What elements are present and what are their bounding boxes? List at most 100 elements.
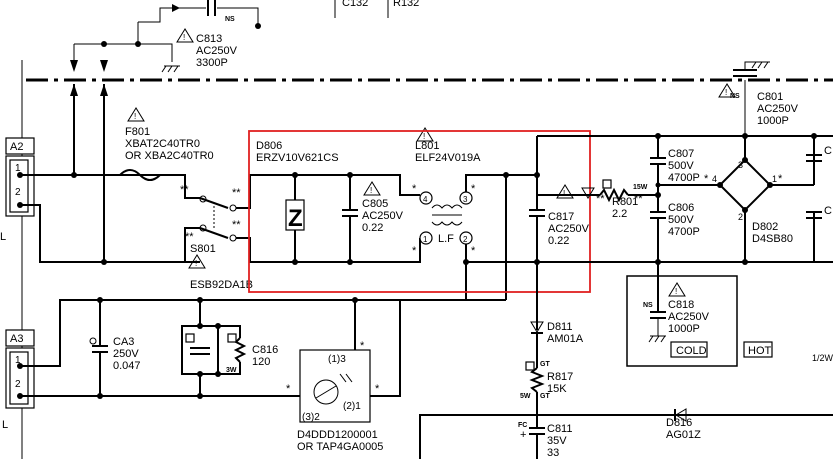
c813-ref: C813 bbox=[196, 33, 222, 45]
l801-pin-2: 2 bbox=[463, 235, 468, 244]
c818-ns: NS bbox=[643, 302, 653, 309]
d802-star-right: * bbox=[778, 173, 783, 185]
right-edge-label: 1/2W bbox=[812, 353, 833, 363]
warning-icon: ! bbox=[134, 112, 136, 121]
a2-line2 bbox=[20, 204, 200, 263]
warning-icon: ! bbox=[183, 33, 185, 42]
d4ddd-p21: (2)1 bbox=[343, 401, 361, 412]
a2-label: A2 bbox=[10, 141, 23, 153]
c817-ref: C817 bbox=[548, 211, 574, 223]
d4ddd-part: (1)3 (2)1 (3)2 * * * D4DDD1200001 OR TAP… bbox=[286, 300, 401, 453]
c818-v2: 1000P bbox=[668, 323, 700, 335]
c807-v2: 4700P bbox=[668, 172, 700, 184]
r817-gt1: GT bbox=[540, 361, 550, 368]
c806-v2: 4700P bbox=[668, 226, 700, 238]
d4ddd-star1: * bbox=[360, 340, 365, 352]
line-l801-bot bbox=[465, 244, 537, 263]
d816-diode: D816 AG01Z bbox=[419, 408, 833, 459]
f801-v2: OR XBA2C40TR0 bbox=[125, 150, 214, 162]
s801-v1: ESB92DA1B bbox=[190, 279, 253, 291]
warning-icon: ! bbox=[195, 259, 197, 268]
a3-pin-2: 2 bbox=[15, 379, 21, 390]
line-lower bbox=[236, 237, 421, 263]
c805-v1: AC250V bbox=[362, 210, 404, 222]
r801-watt: 15W bbox=[633, 184, 648, 191]
a3-pin-1: 1 bbox=[15, 355, 21, 366]
c817-v2: 0.22 bbox=[548, 235, 569, 247]
s801-star2: ** bbox=[232, 187, 241, 199]
c818-v1: AC250V bbox=[668, 311, 710, 323]
ca3-ref: CA3 bbox=[113, 336, 134, 348]
c801-cap: NS ! C801 AC250V 1000P bbox=[718, 61, 799, 136]
warning-icon: ! bbox=[423, 132, 425, 141]
l801-star2: * bbox=[412, 245, 417, 257]
d802-star-left: * bbox=[704, 173, 709, 185]
l801-star3: * bbox=[471, 183, 476, 195]
l801-pin-1: 1 bbox=[423, 235, 428, 244]
c801-v1: AC250V bbox=[757, 103, 799, 115]
d4ddd-ref: D4DDD1200001 bbox=[297, 429, 378, 441]
top-partial: C132 R132 bbox=[334, 0, 419, 18]
d806-v1: ERZV10V621CS bbox=[256, 152, 339, 164]
l801-star1: * bbox=[412, 183, 417, 195]
r817-watt: 5W bbox=[520, 393, 531, 400]
c811-fc: FC bbox=[518, 422, 527, 429]
c132-label: C132 bbox=[342, 0, 368, 9]
c816-block: C816 120 3W bbox=[181, 300, 278, 396]
d4ddd-p32: (3)2 bbox=[302, 412, 320, 423]
r817-ref: R817 bbox=[547, 371, 573, 383]
d806-ref: D806 bbox=[256, 140, 282, 152]
d802-pin4: 4 bbox=[712, 174, 717, 184]
c813-v1: AC250V bbox=[196, 45, 238, 57]
d802-pin2: 2 bbox=[738, 212, 743, 222]
r801-star2: ** bbox=[634, 193, 643, 205]
c817-v1: AC250V bbox=[548, 223, 590, 235]
l801-ref: L801 bbox=[415, 140, 439, 152]
d816-v1: AG01Z bbox=[666, 429, 701, 441]
c805-cap: ! C805 AC250V 0.22 bbox=[342, 175, 404, 262]
c816-watt: 3W bbox=[226, 367, 237, 374]
f801-ref: F801 bbox=[125, 126, 150, 138]
c811-v1: 35V bbox=[547, 435, 567, 447]
warning-icon: ! bbox=[563, 189, 565, 198]
d802-pin1: 1 bbox=[772, 174, 777, 184]
a3-line1 bbox=[20, 299, 506, 367]
l801-pin-3: 3 bbox=[463, 195, 468, 204]
a3-label: A3 bbox=[10, 333, 23, 345]
s801-ref: S801 bbox=[190, 243, 216, 255]
s801-star4: ** bbox=[185, 231, 194, 243]
r132-label: R132 bbox=[393, 0, 419, 9]
right-cap-c2: C bbox=[824, 205, 832, 217]
c816-ref: C816 bbox=[252, 344, 278, 356]
ca3-v1: 250V bbox=[113, 348, 139, 360]
s801-switch: ** ** ** ** S801 ESB92DA1B ! bbox=[170, 174, 253, 291]
s801-star3: ** bbox=[232, 219, 241, 231]
c816-v1: 120 bbox=[252, 356, 270, 368]
l801-lf: L.F bbox=[438, 233, 454, 245]
c806-ref: C806 bbox=[668, 202, 694, 214]
d802-v1: D4SB80 bbox=[752, 233, 793, 245]
right-cap-c1: C bbox=[824, 145, 832, 157]
line-upper bbox=[236, 174, 420, 209]
warning-icon: ! bbox=[675, 287, 677, 296]
a2-pin-2: 2 bbox=[15, 187, 21, 198]
r801-star1: ** bbox=[596, 193, 605, 205]
d4ddd-star2: * bbox=[286, 383, 291, 395]
d811-ref: D811 bbox=[547, 321, 572, 333]
f801-fuse: F801 XBAT2C40TR0 OR XBA2C40TR0 ! bbox=[119, 107, 214, 181]
r801-res: 15W ** ** R801 2.2 bbox=[537, 179, 658, 220]
r817-v1: 15K bbox=[547, 383, 567, 395]
ca3-cap: CA3 250V 0.047 bbox=[89, 300, 141, 396]
c811-ref: C811 bbox=[547, 423, 572, 435]
d811-v1: AM01A bbox=[547, 333, 584, 345]
varistor-symbol: Z bbox=[288, 205, 303, 232]
a3-connector: A3 1 2 bbox=[5, 329, 35, 409]
c801-v2: 1000P bbox=[757, 115, 789, 127]
c818-ref: C818 bbox=[668, 299, 694, 311]
f801-v1: XBAT2C40TR0 bbox=[125, 138, 200, 150]
c817-cap: C817 AC250V 0.22 ! bbox=[529, 136, 590, 330]
c806-v1: 500V bbox=[668, 214, 694, 226]
d4ddd-star3: * bbox=[375, 383, 380, 395]
d4ddd-v1: OR TAP4GA0005 bbox=[297, 441, 383, 453]
